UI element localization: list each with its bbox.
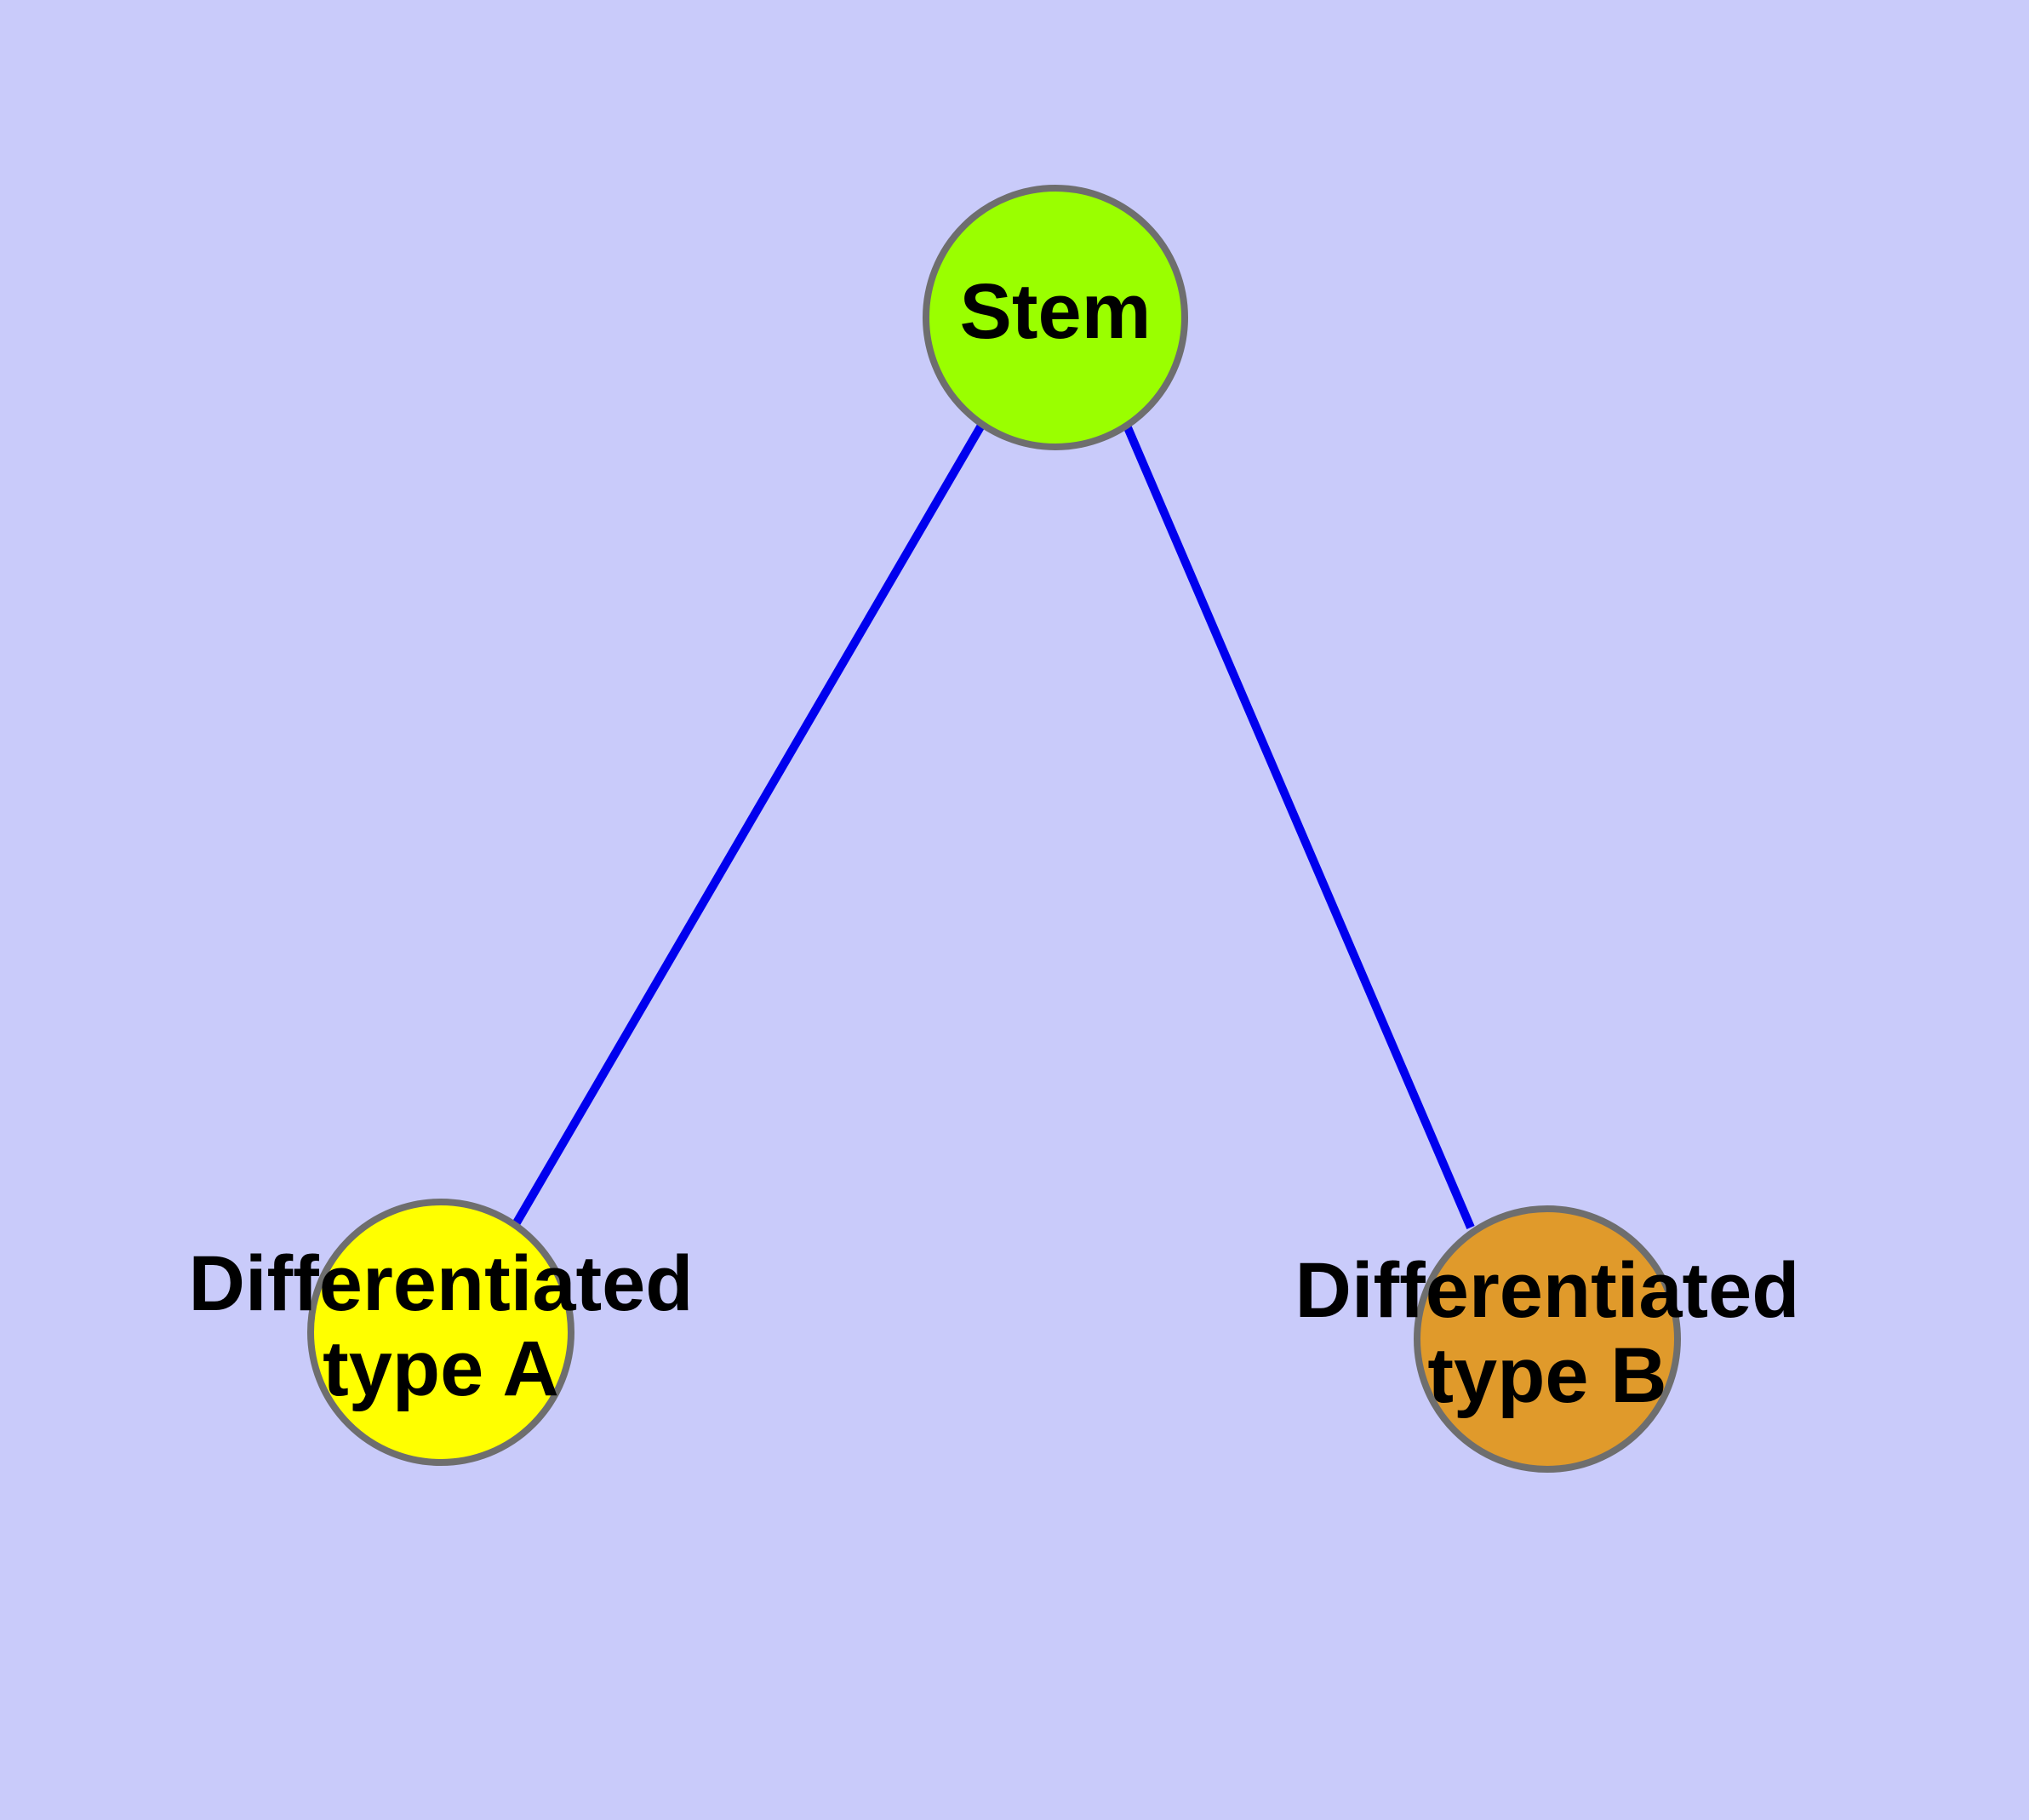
node-label-line: type A (323, 1325, 559, 1412)
node-label-line: Differentiated (189, 1240, 694, 1327)
node-label-line: Stem (960, 268, 1152, 355)
edges-group (512, 421, 1475, 1229)
node-diff-b[interactable] (1414, 1205, 1681, 1473)
node-diff-a[interactable] (307, 1199, 574, 1466)
node-stem[interactable] (923, 185, 1188, 450)
edge-stem-to-diff-a[interactable] (512, 421, 986, 1227)
edge-stem-to-diff-b[interactable] (1123, 424, 1475, 1229)
node-label-line: type B (1427, 1332, 1666, 1419)
nodes-group (307, 185, 1681, 1473)
node-label-line: Differentiated (1295, 1247, 1800, 1334)
node-label-stem: Stem (960, 268, 1152, 355)
